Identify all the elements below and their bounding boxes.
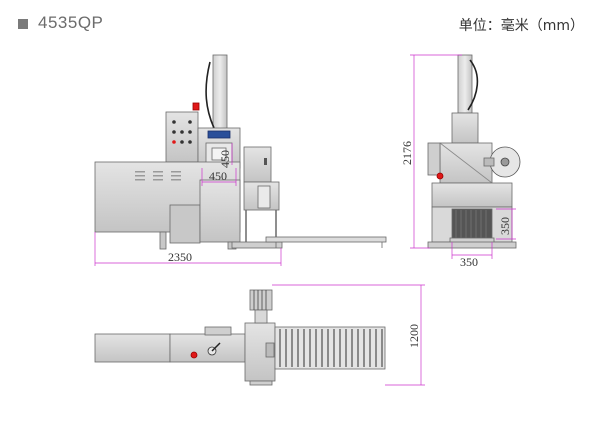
- top-film-roll: [249, 289, 273, 311]
- side-view: [427, 54, 521, 249]
- dim-350-width: 350: [460, 255, 478, 269]
- vent-grills: [135, 171, 181, 181]
- dim-450-height: 450: [218, 150, 232, 168]
- top-red-button-icon: [190, 351, 198, 359]
- lower-chute: [169, 204, 201, 244]
- side-base: [427, 241, 517, 249]
- dim-1200: 1200: [407, 324, 421, 348]
- panel-buttons: [172, 120, 192, 144]
- dim-2350: 2350: [168, 250, 192, 264]
- side-frame: [431, 182, 513, 208]
- front-dimensions: [94, 143, 282, 266]
- model-title: 4535QP: [38, 13, 104, 32]
- control-panel: [165, 111, 199, 163]
- outfeed-conveyor: [265, 236, 387, 243]
- side-chamber: [451, 208, 493, 240]
- unit-label: 单位：毫米（mm）: [458, 18, 584, 34]
- dim-350-height: 350: [498, 217, 512, 235]
- dim-450-width: 450: [209, 169, 227, 183]
- conveyor-rollers: [279, 329, 383, 367]
- top-dimensions: [272, 284, 425, 386]
- base-frame: [231, 241, 283, 249]
- top-press-section: [169, 333, 246, 363]
- nameplate: [207, 130, 231, 139]
- beacon-icon: [192, 102, 200, 111]
- front-view: [94, 54, 387, 250]
- top-roller-conveyor: [274, 326, 386, 370]
- top-view: [94, 289, 386, 386]
- side-dimensions: [410, 54, 516, 259]
- front-column: [212, 54, 228, 131]
- top-main-body: [94, 333, 171, 363]
- header-square-icon: [18, 19, 28, 29]
- dim-2176: 2176: [400, 141, 414, 165]
- side-column: [457, 54, 473, 114]
- front-hose: [205, 61, 215, 129]
- side-head: [451, 112, 479, 144]
